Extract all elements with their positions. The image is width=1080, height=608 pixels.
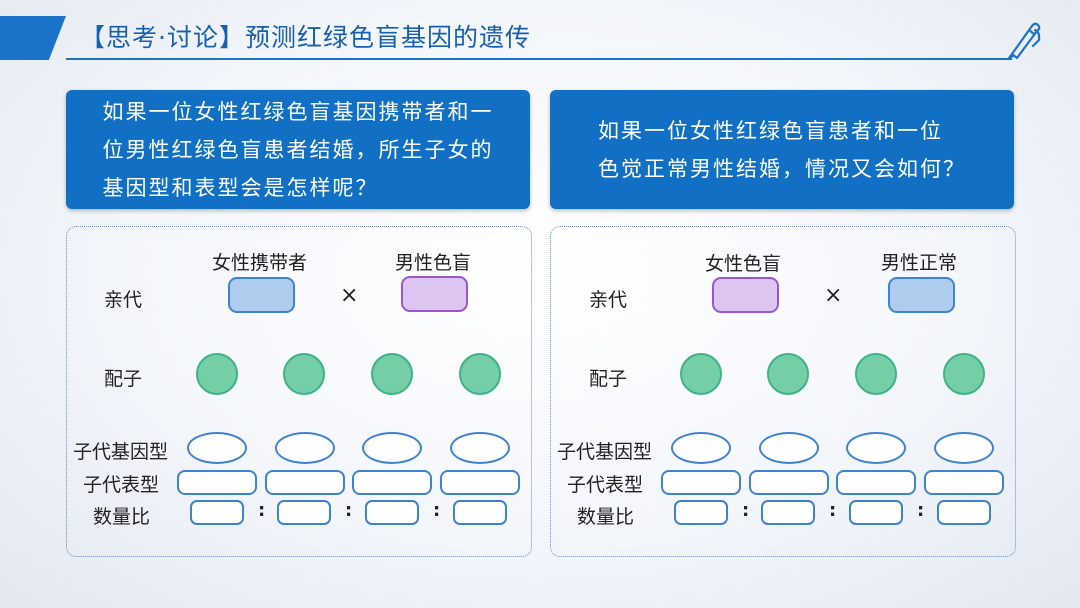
parent1-genotype-box[interactable] (228, 277, 295, 313)
row-label-offspring-genotype: 子代基因型 (73, 441, 169, 463)
inheritance-panel-2 (550, 226, 1016, 557)
ratio-box[interactable] (761, 500, 815, 525)
row-label-gametes: 配子 (104, 368, 143, 390)
offspring-phenotype-box[interactable] (836, 470, 916, 495)
parent2-label: 男性正常 (881, 252, 958, 274)
row-label-offspring-genotype: 子代基因型 (557, 441, 653, 463)
gamete-circle[interactable] (767, 353, 809, 395)
gamete-circle[interactable] (943, 353, 985, 395)
question-box-2: 如果一位女性红绿色盲患者和一位 色觉正常男性结婚，情况又会如何？ (550, 90, 1014, 209)
pen-icon (1007, 22, 1041, 60)
gamete-circle[interactable] (196, 353, 238, 395)
offspring-phenotype-box[interactable] (265, 470, 345, 495)
page-title: 【思考·讨论】预测红绿色盲基因的遗传 (80, 23, 531, 52)
row-label-parents: 亲代 (104, 289, 143, 311)
ratio-colon: : (345, 500, 353, 521)
row-label-offspring-phenotype: 子代表型 (567, 474, 644, 496)
inheritance-panel-1 (66, 226, 532, 557)
ratio-box[interactable] (190, 500, 244, 525)
row-label-offspring-phenotype: 子代表型 (83, 474, 160, 496)
question-1-line: 如果一位女性红绿色盲基因携带者和一 (102, 99, 494, 124)
ratio-colon: : (742, 500, 750, 521)
gamete-circle[interactable] (459, 353, 501, 395)
header-underline (66, 58, 1012, 60)
row-label-ratio: 数量比 (577, 506, 635, 528)
offspring-genotype-oval[interactable] (450, 432, 510, 464)
offspring-genotype-oval[interactable] (187, 432, 247, 464)
ratio-colon: : (258, 500, 266, 521)
parent1-label: 女性色盲 (705, 253, 782, 275)
row-label-ratio: 数量比 (93, 506, 151, 528)
ratio-box[interactable] (453, 500, 507, 525)
question-2-line: 如果一位女性红绿色盲患者和一位 (598, 118, 943, 143)
parent2-label: 男性色盲 (395, 252, 472, 274)
offspring-phenotype-box[interactable] (661, 470, 741, 495)
offspring-genotype-oval[interactable] (362, 432, 422, 464)
ratio-box[interactable] (674, 500, 728, 525)
question-2-line: 色觉正常男性结婚，情况又会如何？ (598, 156, 966, 181)
gamete-circle[interactable] (283, 353, 325, 395)
parent2-genotype-box[interactable] (888, 277, 955, 313)
header-accent-tab (0, 16, 66, 60)
offspring-phenotype-box[interactable] (440, 470, 520, 495)
ratio-box[interactable] (365, 500, 419, 525)
offspring-phenotype-box[interactable] (749, 470, 829, 495)
ratio-colon: : (829, 500, 837, 521)
gamete-circle[interactable] (680, 353, 722, 395)
offspring-genotype-oval[interactable] (759, 432, 819, 464)
ratio-box[interactable] (937, 500, 991, 525)
ratio-colon: : (433, 500, 441, 521)
parent1-label: 女性携带者 (212, 252, 308, 274)
cross-symbol: × (340, 283, 359, 308)
offspring-genotype-oval[interactable] (934, 432, 994, 464)
offspring-genotype-oval[interactable] (275, 432, 335, 464)
row-label-gametes: 配子 (589, 368, 628, 390)
offspring-phenotype-box[interactable] (352, 470, 432, 495)
parent2-genotype-box[interactable] (401, 276, 468, 312)
ratio-colon: : (917, 500, 925, 521)
offspring-genotype-oval[interactable] (846, 432, 906, 464)
row-label-parents: 亲代 (589, 289, 628, 311)
offspring-genotype-oval[interactable] (671, 432, 731, 464)
parent1-genotype-box[interactable] (712, 277, 779, 313)
offspring-phenotype-box[interactable] (924, 470, 1004, 495)
question-box-1: 如果一位女性红绿色盲基因携带者和一 位男性红绿色盲患者结婚，所生子女的 基因型和… (66, 90, 530, 209)
question-1-line: 位男性红绿色盲患者结婚，所生子女的 (102, 137, 494, 162)
ratio-box[interactable] (849, 500, 903, 525)
cross-symbol: × (824, 283, 843, 308)
offspring-phenotype-box[interactable] (177, 470, 257, 495)
ratio-box[interactable] (277, 500, 331, 525)
gamete-circle[interactable] (855, 353, 897, 395)
question-1-line: 基因型和表型会是怎样呢？ (102, 175, 379, 200)
gamete-circle[interactable] (371, 353, 413, 395)
